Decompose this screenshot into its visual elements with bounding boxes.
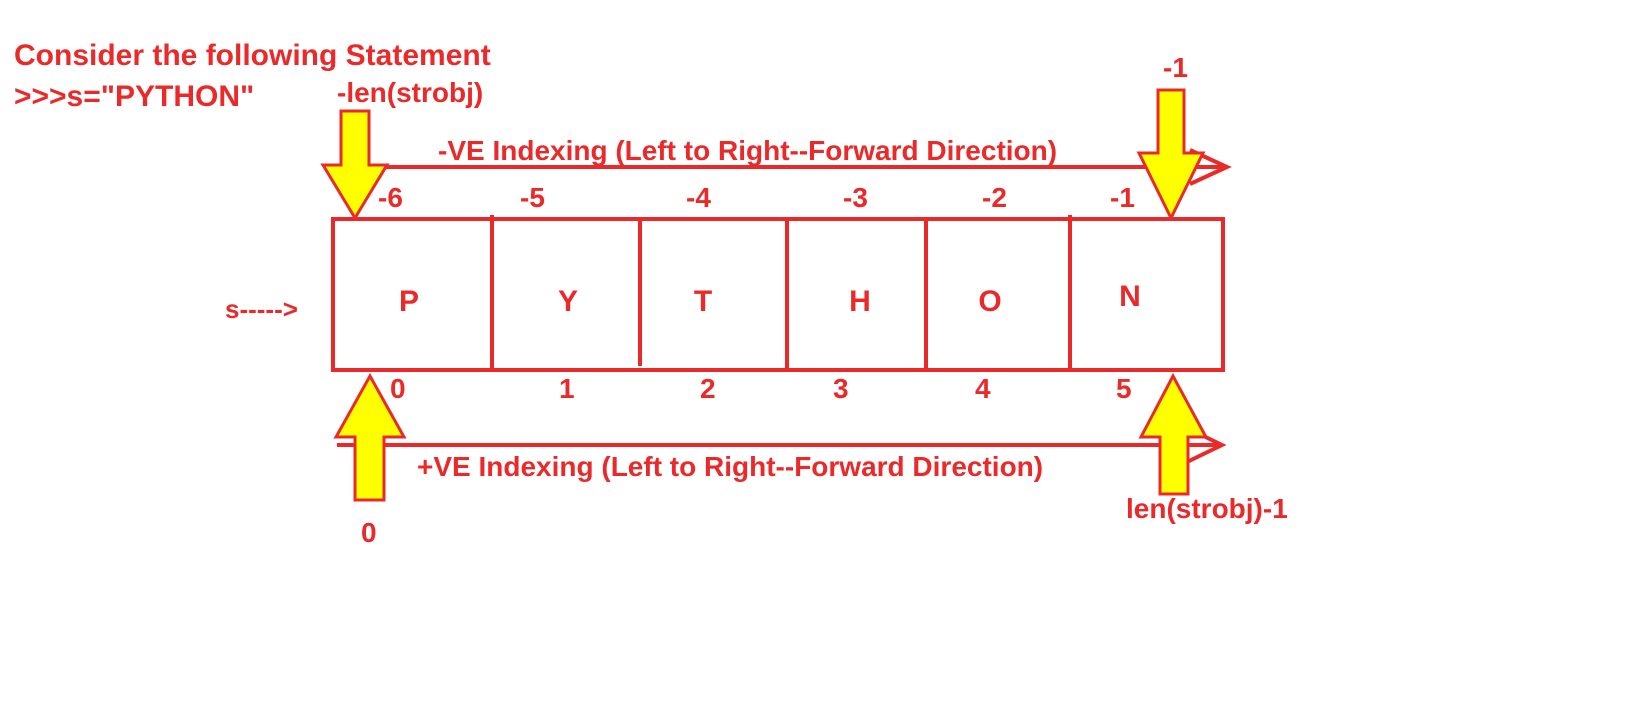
negative-index-0: -6 xyxy=(378,182,403,213)
negative-index-5: -1 xyxy=(1110,182,1135,213)
negative-index-row: -6 -5 -4 -3 -2 -1 xyxy=(378,182,1135,213)
negative-end-down-arrow-icon xyxy=(1136,88,1206,222)
char-cell-2: T xyxy=(694,285,712,318)
positive-index-1: 1 xyxy=(559,373,575,404)
positive-index-4: 4 xyxy=(975,373,991,404)
char-cell-0: P xyxy=(399,285,419,318)
char-cell-1: Y xyxy=(558,285,578,318)
char-cell-4: O xyxy=(978,285,1001,318)
variable-pointer-label: s-----> xyxy=(225,294,298,324)
string-box xyxy=(331,217,1225,372)
positive-end-label: len(strobj)-1 xyxy=(1126,493,1288,524)
negative-index-3: -3 xyxy=(843,182,868,213)
positive-start-label: 0 xyxy=(361,517,377,548)
positive-index-2: 2 xyxy=(700,373,716,404)
negative-index-4: -2 xyxy=(982,182,1007,213)
positive-indexing-title: +VE Indexing (Left to Right--Forward Dir… xyxy=(417,451,1043,482)
negative-end-label: -1 xyxy=(1163,52,1188,83)
string-cells xyxy=(331,215,1225,372)
negative-index-1: -5 xyxy=(520,182,545,213)
negative-start-down-arrow-icon xyxy=(320,109,390,221)
positive-start-up-arrow-icon xyxy=(333,372,407,502)
positive-index-row: 0 1 2 3 4 5 xyxy=(390,373,1132,404)
negative-start-label: -len(strobj) xyxy=(337,77,483,108)
statement-code: >>>s="PYTHON" xyxy=(14,80,254,113)
positive-end-up-arrow-icon xyxy=(1138,372,1209,496)
positive-index-3: 3 xyxy=(833,373,849,404)
statement-heading: Consider the following Statement xyxy=(14,39,491,72)
negative-indexing-title: -VE Indexing (Left to Right--Forward Dir… xyxy=(438,135,1057,166)
char-cell-5: N xyxy=(1119,280,1141,313)
negative-index-2: -4 xyxy=(686,182,711,213)
positive-index-5: 5 xyxy=(1116,373,1132,404)
positive-index-0: 0 xyxy=(390,373,406,404)
character-row: P Y T H O N xyxy=(399,280,1141,318)
char-cell-3: H xyxy=(849,285,871,318)
